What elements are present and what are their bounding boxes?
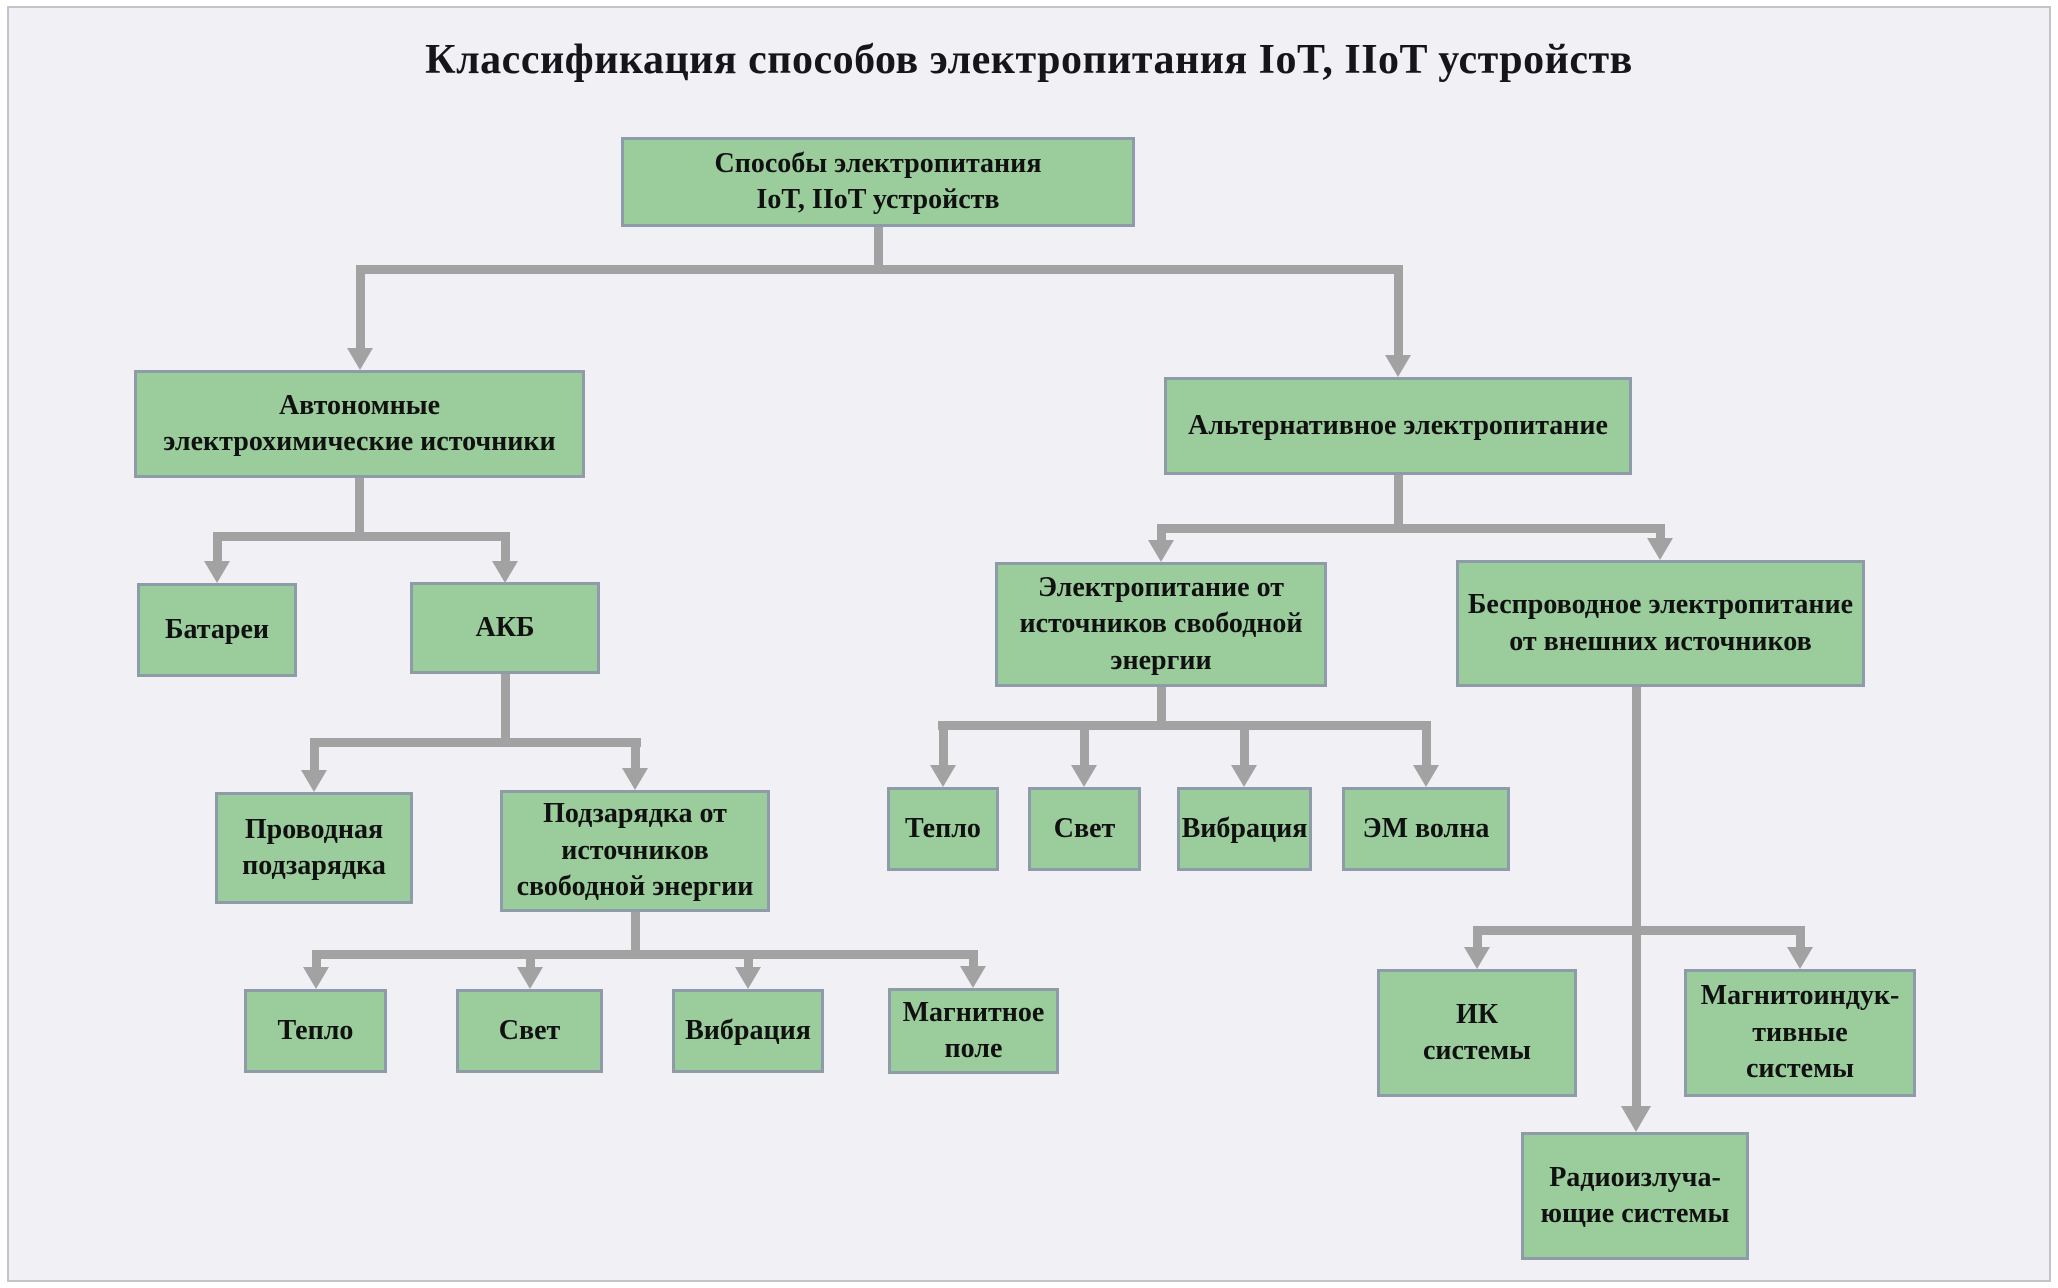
connector-segment (501, 532, 510, 562)
connector-segment (938, 721, 1431, 730)
connector-segment (526, 950, 535, 968)
connector-arrow (1464, 947, 1490, 969)
connector-arrow (1787, 947, 1813, 969)
connector-arrow (1071, 765, 1097, 787)
node-light-2: Свет (1028, 787, 1141, 871)
connector-segment (310, 738, 319, 771)
connector-segment (744, 950, 753, 968)
connector-segment (213, 532, 510, 541)
node-vibration-2: Вибрация (1177, 787, 1312, 871)
connector-arrow (1647, 538, 1673, 560)
connector-segment (1796, 926, 1805, 948)
connector-segment (356, 265, 1403, 274)
connector-arrow (930, 765, 956, 787)
node-heat-2: Тепло (887, 787, 999, 871)
connector-segment (1240, 721, 1249, 766)
connector-segment (969, 950, 978, 967)
connector-arrow (204, 561, 230, 583)
node-autonomous-sources: Автономные электрохимические источники (134, 370, 585, 478)
connector-arrow (960, 966, 986, 988)
connector-arrow (1231, 765, 1257, 787)
node-ir-systems: ИК системы (1377, 969, 1577, 1097)
connector-segment (310, 738, 641, 747)
connector-segment (501, 674, 510, 747)
connector-segment (631, 738, 640, 769)
node-root: Способы электропитания IoT, IIoT устройс… (621, 137, 1135, 227)
node-radio-emitting-systems: Радиоизлуча- ющие системы (1521, 1132, 1749, 1260)
node-heat-1: Тепло (244, 989, 387, 1073)
connector-segment (939, 721, 948, 766)
connector-segment (1157, 687, 1166, 730)
node-magnetic-field: Магнитное поле (888, 988, 1059, 1074)
connector-segment (631, 912, 640, 959)
connector-arrow (1385, 355, 1411, 377)
connector-arrow (303, 967, 329, 989)
connector-segment (1473, 926, 1805, 935)
connector-segment (356, 265, 365, 349)
connector-segment (1157, 524, 1166, 541)
node-em-wave: ЭМ волна (1342, 787, 1510, 871)
node-batteries: Батареи (137, 583, 297, 677)
connector-arrow (622, 768, 648, 790)
connector-segment (1394, 265, 1403, 356)
connector-segment (1394, 475, 1403, 533)
connector-arrow (735, 967, 761, 989)
connector-segment (1632, 687, 1641, 1107)
node-free-energy-recharge: Подзарядка от источников свободной энерг… (500, 790, 770, 912)
connector-segment (355, 478, 364, 541)
connector-segment (1473, 926, 1482, 948)
connector-arrow (347, 348, 373, 370)
node-magnetic-inductive-systems: Магнитоиндук- тивные системы (1684, 969, 1916, 1097)
connector-segment (1080, 721, 1089, 766)
connector-segment (1422, 721, 1431, 766)
connector-segment (874, 227, 883, 274)
node-wireless-power: Беспроводное электропитание от внешних и… (1456, 560, 1865, 687)
connector-arrow (1413, 765, 1439, 787)
connector-segment (213, 532, 222, 562)
connector-arrow (492, 561, 518, 583)
connector-segment (1656, 524, 1665, 539)
connector-arrow (1621, 1106, 1651, 1132)
node-alternative-power: Альтернативное электропитание (1164, 377, 1632, 475)
node-vibration-1: Вибрация (672, 989, 824, 1073)
node-wired-recharge: Проводная подзарядка (215, 792, 413, 904)
node-light-1: Свет (456, 989, 603, 1073)
node-akb: АКБ (410, 582, 600, 674)
connector-arrow (301, 770, 327, 792)
connector-segment (1157, 524, 1665, 533)
diagram-title: Классификация способов электропитания Io… (425, 37, 1633, 83)
connector-arrow (517, 967, 543, 989)
connector-segment (312, 950, 321, 968)
node-free-energy-power: Электропитание от источников свободной э… (995, 562, 1327, 687)
connector-segment (312, 950, 978, 959)
connector-arrow (1148, 540, 1174, 562)
